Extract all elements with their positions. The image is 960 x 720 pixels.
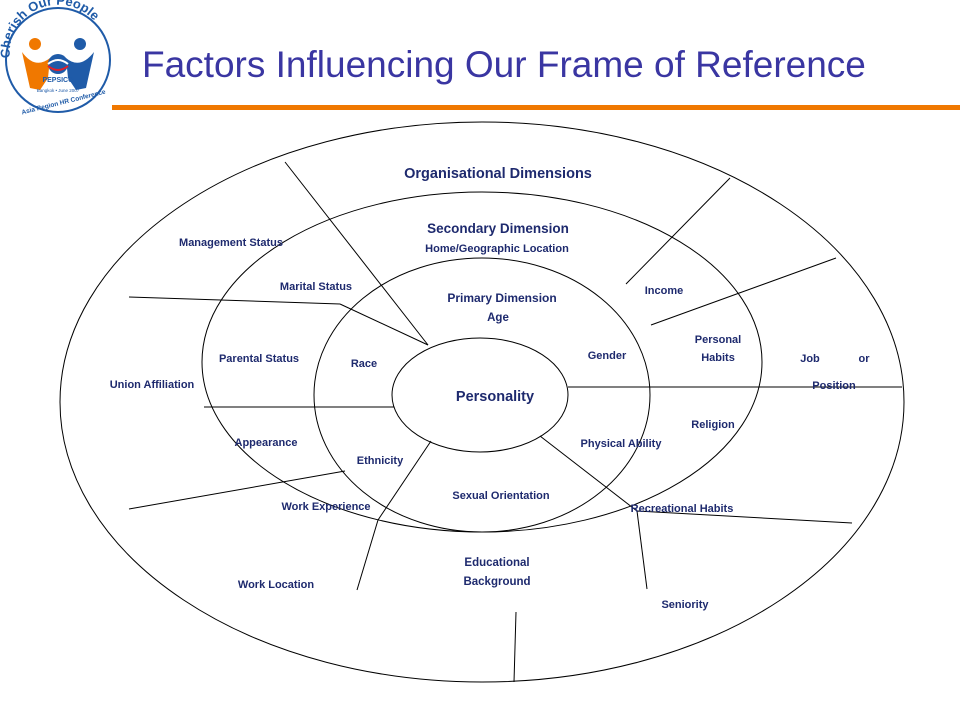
organisational-dimensions-header: Organisational Dimensions	[404, 166, 592, 182]
label-religion: Religion	[691, 419, 735, 431]
label-gender: Gender	[588, 350, 627, 362]
secondary-dimension-header: Secondary Dimension	[427, 221, 569, 236]
label-physical-ability: Physical Ability	[581, 438, 663, 450]
svg-text:Bangkok • June 2007: Bangkok • June 2007	[37, 88, 80, 93]
title-rule	[112, 105, 960, 110]
label-ethnicity: Ethnicity	[357, 455, 404, 467]
outer-ellipse	[59, 121, 905, 683]
label-income: Income	[645, 285, 684, 297]
svg-text:PEPSICO: PEPSICO	[42, 77, 74, 84]
label-race: Race	[351, 358, 377, 370]
secondary-dimension-sub: Home/Geographic Location	[425, 243, 569, 255]
personality-ellipse	[391, 337, 569, 453]
label-position: Position	[812, 380, 856, 392]
primary-dimension-header: Primary Dimension	[447, 291, 556, 305]
primary-ellipse	[313, 257, 651, 533]
label-work-experience: Work Experience	[281, 501, 370, 513]
label-management-status: Management Status	[179, 237, 283, 249]
label-sexual-orientation: Sexual Orientation	[452, 490, 549, 502]
label-seniority: Seniority	[661, 599, 709, 611]
label-union-affiliation: Union Affiliation	[110, 379, 195, 391]
label-parental-status: Parental Status	[219, 353, 299, 365]
label-marital-status: Marital Status	[280, 281, 352, 293]
label-educational: Educational	[464, 557, 529, 569]
diagram-lines	[59, 121, 905, 683]
label-background: Background	[463, 576, 530, 588]
cherish-our-people-logo: Cherish Our People PEPSICO Bangkok • Jun…	[0, 0, 120, 116]
label-job: Job	[800, 353, 820, 365]
primary-dimension-sub: Age	[487, 312, 509, 324]
label-habits: Habits	[701, 352, 735, 364]
label-or: or	[859, 353, 871, 365]
personality-center: Personality	[456, 389, 534, 405]
label-recreational-habits: Recreational Habits	[631, 503, 734, 515]
label-appearance: Appearance	[235, 437, 298, 449]
label-personal: Personal	[695, 334, 741, 346]
page-title: Factors Influencing Our Frame of Referen…	[142, 44, 866, 85]
label-work-location: Work Location	[238, 579, 314, 591]
